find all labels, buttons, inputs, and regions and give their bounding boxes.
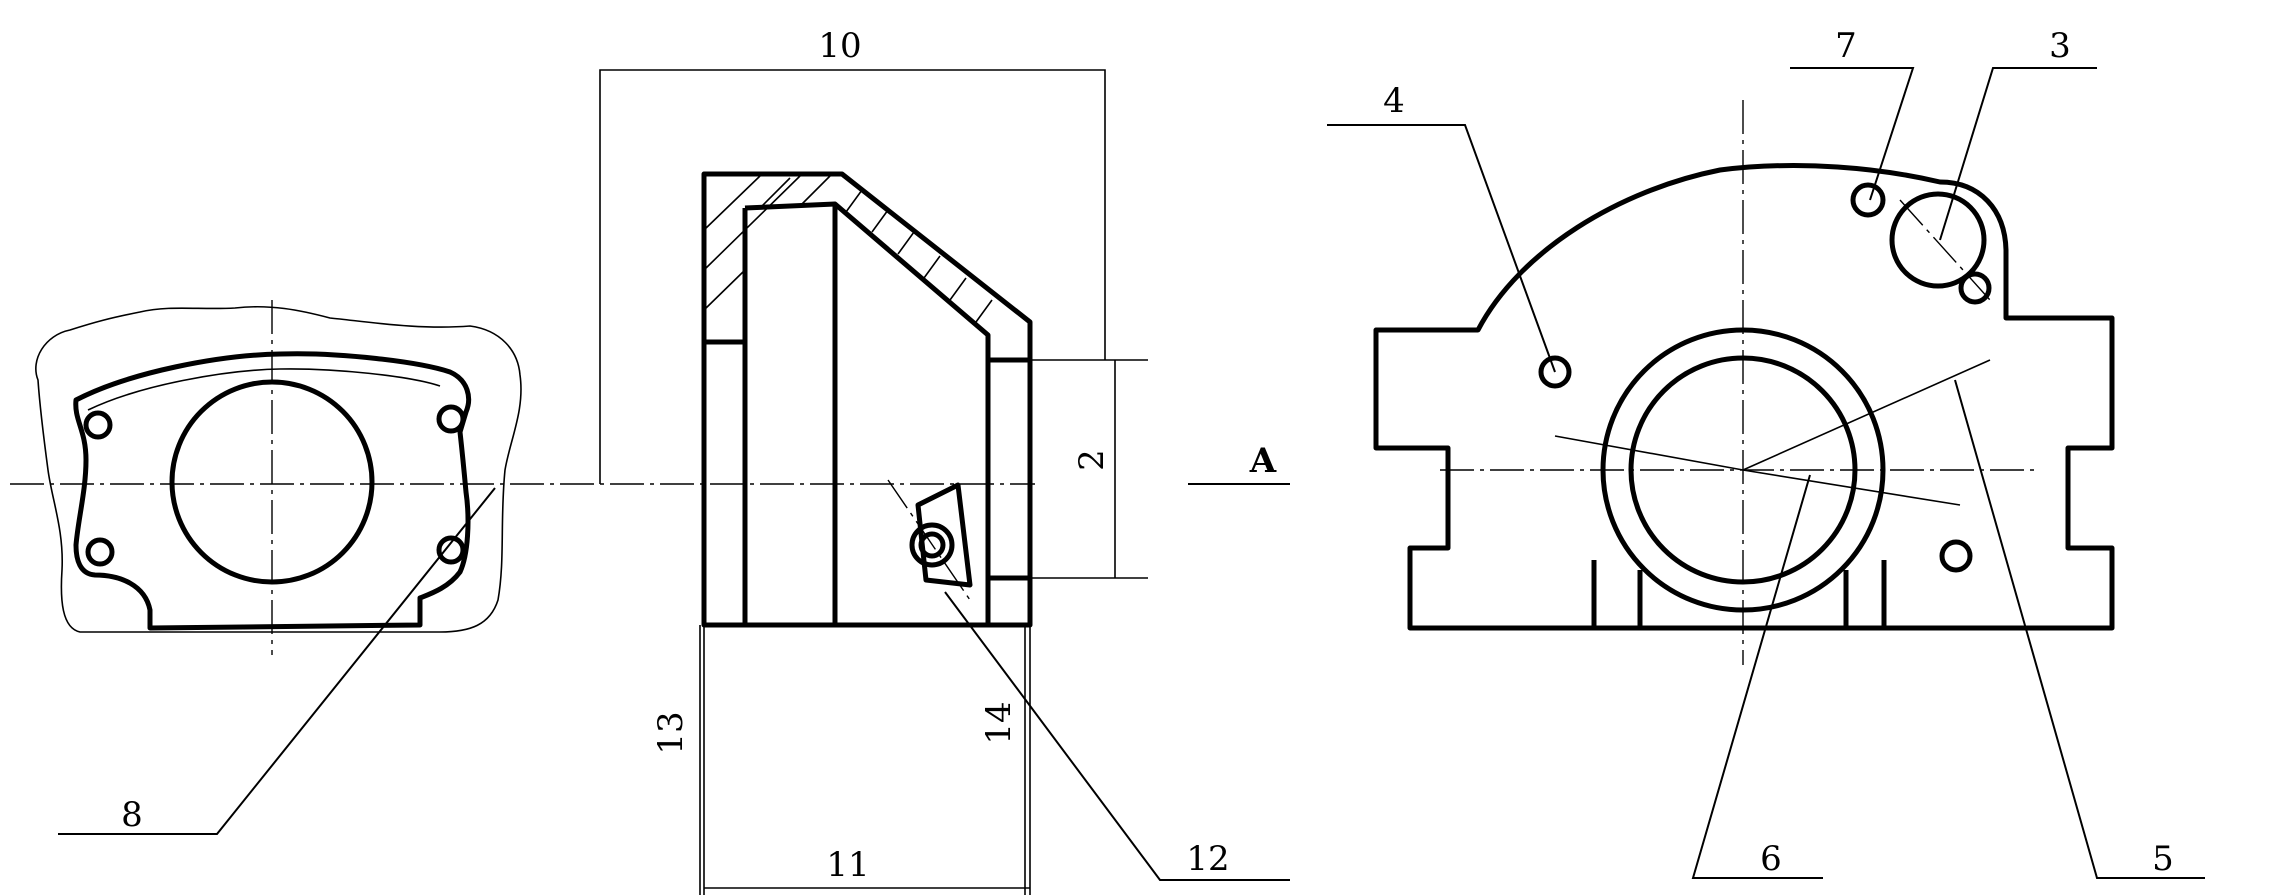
leader-5	[1954, 379, 2205, 879]
small-hole-3	[1958, 271, 1992, 305]
callout-7: 7	[1835, 26, 1857, 66]
view-marker-a: A	[1249, 441, 1277, 481]
leader-12	[944, 591, 1290, 881]
small-hole-4	[1538, 355, 1572, 389]
small-hole-7	[1850, 182, 1886, 218]
callout-13: 13	[651, 711, 691, 754]
callout-14: 14	[979, 701, 1019, 744]
callout-10: 10	[818, 26, 861, 66]
leader-3	[1939, 67, 2097, 241]
callout-11: 11	[826, 845, 869, 885]
callout-2: 2	[1072, 449, 1112, 471]
right-housing-view	[1327, 67, 2205, 879]
callout-5: 5	[2152, 839, 2174, 879]
leader-8	[58, 487, 496, 835]
middle-section-view	[599, 69, 1290, 895]
dim-10	[599, 69, 1106, 484]
housing-outline	[1373, 163, 2115, 631]
leader-4	[1327, 124, 1556, 373]
left-flange-view	[10, 300, 1035, 835]
inner-cavity	[744, 201, 991, 625]
bolt-hole-tl	[83, 410, 113, 440]
break-outline	[35, 305, 522, 633]
small-hole-5	[1939, 539, 1973, 573]
bolt-hole-bl	[85, 537, 115, 567]
callout-12: 12	[1186, 839, 1229, 879]
boss-hole	[909, 522, 955, 568]
leader-6	[1691, 474, 1823, 879]
callout-4: 4	[1383, 81, 1405, 121]
callout-6: 6	[1760, 839, 1782, 879]
flange-plate	[73, 351, 472, 631]
section-outline	[701, 171, 1033, 628]
bolt-hole-br	[436, 535, 466, 565]
callout-8: 8	[121, 795, 143, 835]
section-hatch	[703, 175, 993, 323]
callout-3: 3	[2049, 26, 2071, 66]
leader-7	[1790, 67, 1915, 201]
top-boss-hole	[1889, 191, 1987, 289]
bolt-hole-tr	[436, 404, 466, 434]
flange-inner	[87, 368, 441, 411]
